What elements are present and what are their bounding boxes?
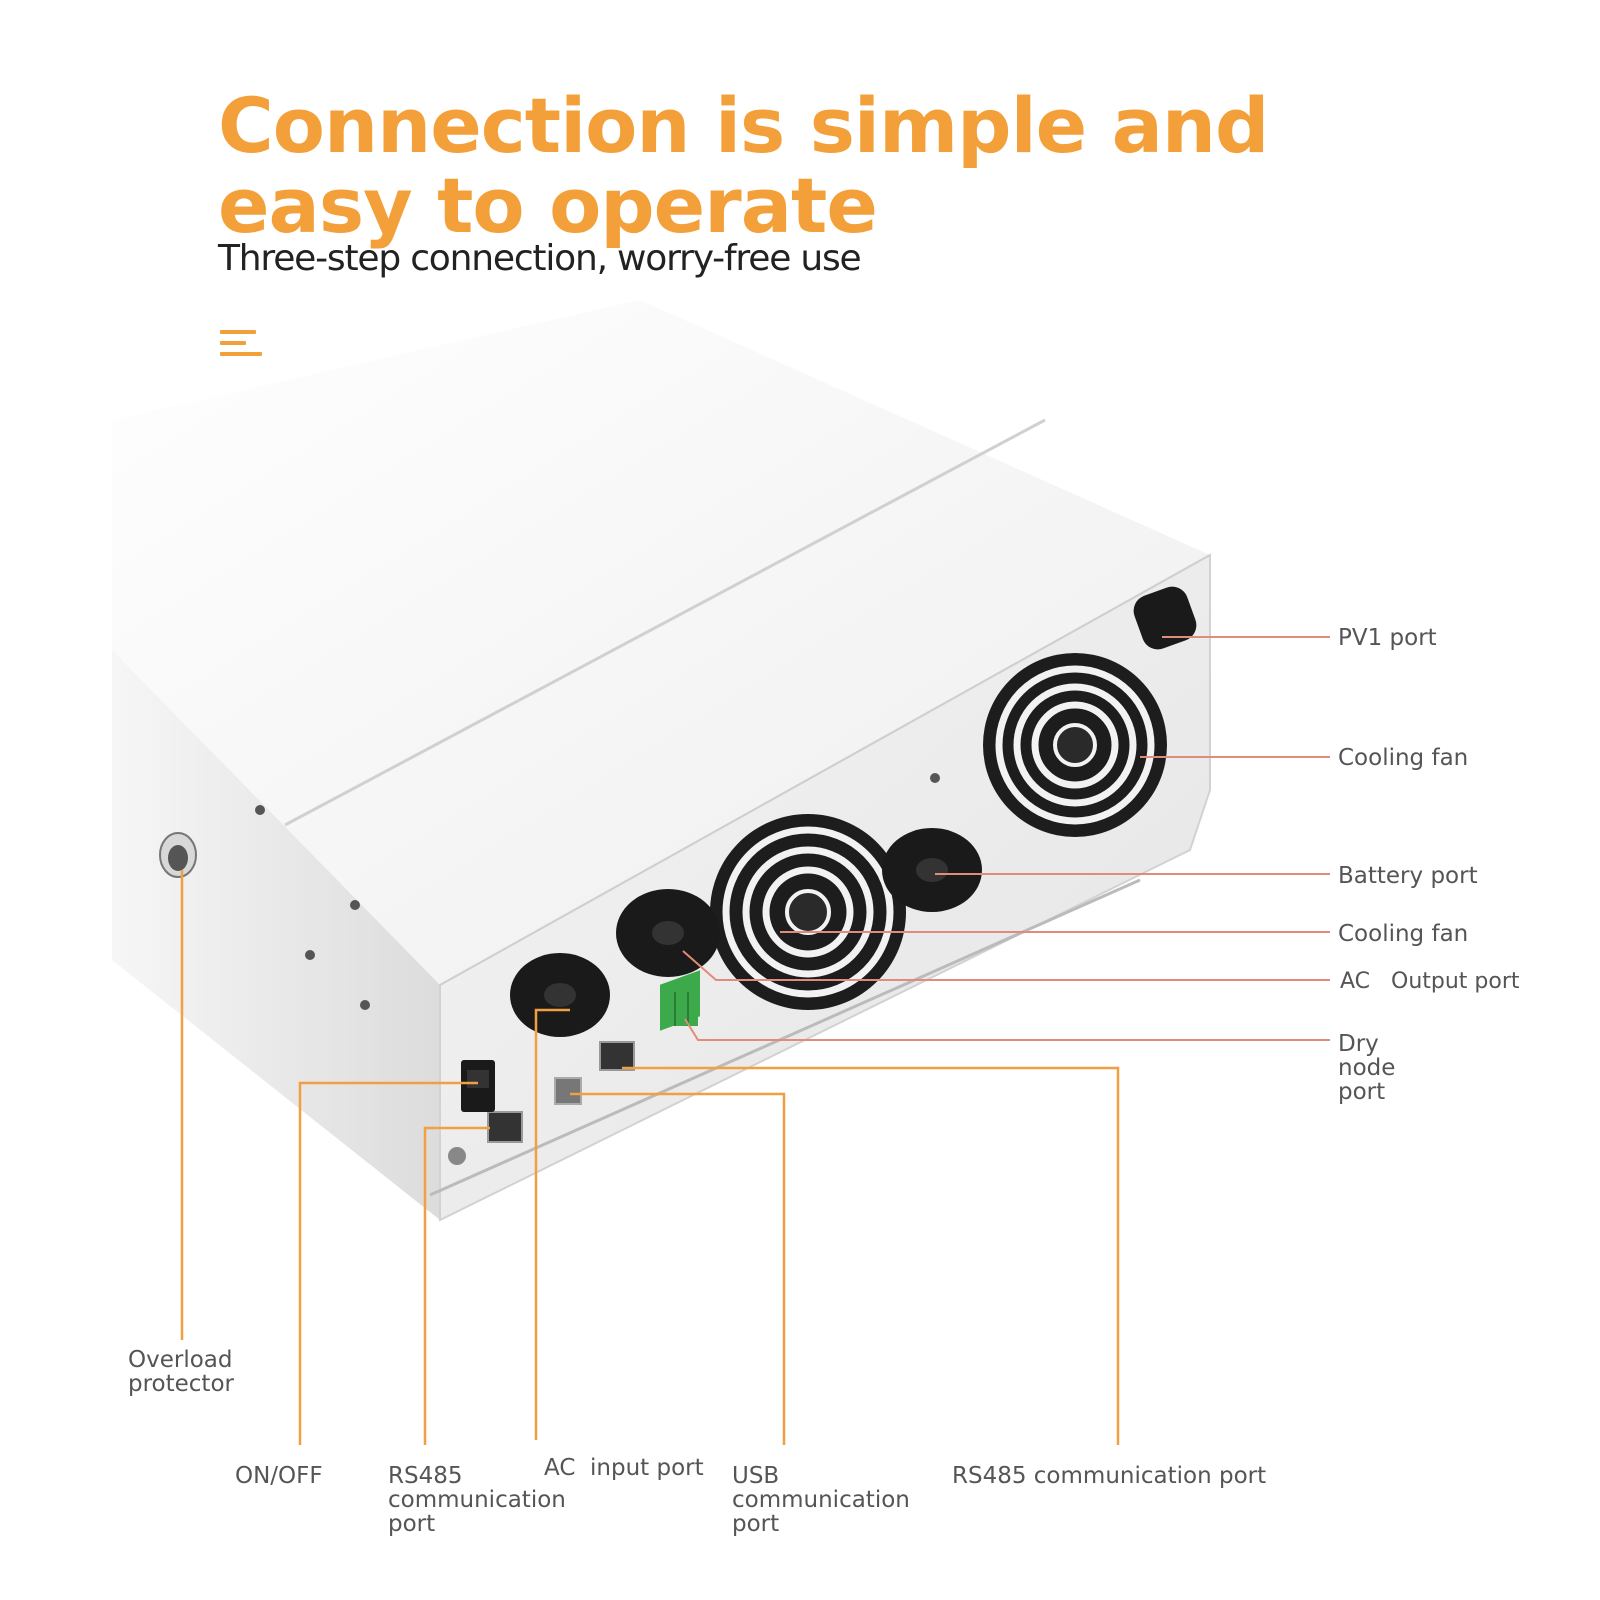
screw	[305, 950, 315, 960]
label-dry-node-port: Dry node port	[1338, 1031, 1396, 1105]
label-rs485-port-left: RS485 communication port	[388, 1463, 566, 1537]
device-top-panel	[112, 300, 1210, 985]
menu-lines-icon	[220, 330, 262, 358]
headline: Connection is simple and easy to operate	[218, 81, 1269, 250]
leader-rs485-right	[622, 1066, 1120, 1445]
label-usb-port: USB communication port	[732, 1463, 910, 1537]
screw	[930, 773, 940, 783]
leader-dry-node-port	[684, 1018, 1330, 1041]
rs485-port-left-jack	[487, 1111, 523, 1143]
leader-usb	[570, 1092, 786, 1445]
pv1-port-connector	[1133, 586, 1197, 650]
panel-seam	[284, 418, 1046, 827]
cooling-fan-middle	[710, 814, 906, 1010]
label-rs485-port-right: RS485 communication port	[952, 1463, 1267, 1489]
ground-screw	[448, 1147, 466, 1165]
overload-protector-knob	[159, 832, 197, 878]
on-off-switch	[461, 1060, 495, 1112]
dry-node-terminal	[660, 970, 700, 1031]
label-on-off: ON/OFF	[235, 1463, 323, 1489]
label-ac-input-port: AC input port	[544, 1455, 704, 1481]
rs485-port-right-jack	[599, 1041, 635, 1071]
leader-on-off	[298, 1081, 478, 1445]
label-overload-protector: Overload protector	[128, 1347, 234, 1397]
subheadline: Three-step connection, worry-free use	[218, 238, 862, 279]
device-left-side	[112, 650, 440, 1220]
leader-rs485-left	[423, 1126, 490, 1445]
label-ac-output-port: AC Output port	[1340, 969, 1520, 994]
leader-lines-right	[682, 636, 1330, 1041]
label-cooling-fan-mid: Cooling fan	[1338, 921, 1469, 947]
screw	[350, 900, 360, 910]
cooling-fan-top	[983, 653, 1167, 837]
ac-input-port-gland	[510, 953, 610, 1037]
usb-port-jack	[554, 1077, 582, 1105]
screw	[360, 1000, 370, 1010]
label-battery-port: Battery port	[1338, 863, 1478, 889]
battery-port-gland	[882, 828, 982, 912]
label-cooling-fan-top: Cooling fan	[1338, 745, 1469, 771]
leader-lines-bottom	[180, 870, 1120, 1445]
screw	[255, 805, 265, 815]
label-pv1-port: PV1 port	[1338, 625, 1437, 651]
leader-ac-input	[534, 1008, 570, 1440]
ac-output-port-gland	[616, 889, 720, 977]
leader-ac-output-port	[682, 950, 1330, 981]
panel-edge	[439, 554, 1211, 986]
